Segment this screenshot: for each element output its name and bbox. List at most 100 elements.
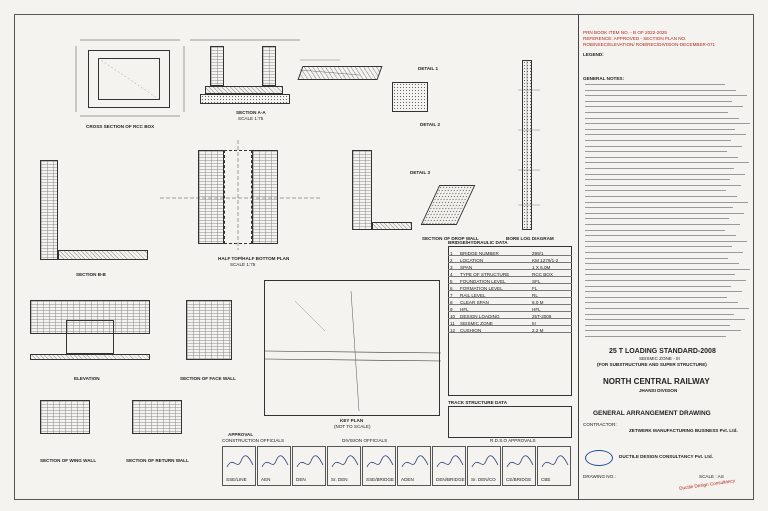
note-text-line [585,285,731,287]
note-text-line [585,89,736,91]
drawing-title: GENERAL ARRANGEMENT DRAWING [593,410,711,417]
note-text-line [585,330,741,332]
bridge-data-title: BRIDGE/HYDRAULIC DATA [448,240,508,245]
signature-cell: CE/BRIDGE [502,446,536,486]
row-value: RCC BOX [532,271,553,277]
note-text-line [585,128,735,130]
railway-title: NORTH CENTRAL RAILWAY [603,377,710,386]
consultant-name: DUCTILE DESIGN CONSULTANCY Pvt. Ltd. [619,454,713,459]
note-text-line [585,263,739,265]
signature-cell: DEN [292,446,326,486]
row-number: 2 [450,257,453,263]
official-title: Sr. DEN [331,477,348,482]
note-text-line [585,190,726,192]
general-notes-title: GENERAL NOTES: [583,76,625,81]
row-value: 299/1 [532,250,544,256]
standard-title: 25 T LOADING STANDARD-2008 [609,348,716,355]
note-text-line [585,179,730,181]
construction-officials: CONSTRUCTION OFFICIALS [222,438,285,443]
official-title: CE/BRIDGE [506,477,532,482]
row-description: SEISMIC ZONE [460,320,493,326]
note-text-line [585,162,749,164]
row-number: 1 [450,250,453,256]
row-description: FOUNDATION LEVEL [460,278,506,284]
legend-title: LEGEND: [583,52,604,57]
note-text-line [585,274,735,276]
red-stamp: Ductile Design Consultancy [678,478,736,491]
section-drop-title: SECTION OF DROP WALL [422,236,479,241]
stamp-line-3: ROB/NSEC/ELEVATION/ ROB/REC/DIVISION-DEC… [583,42,716,47]
row-description: HFL [460,306,469,312]
title-block: PRN BOOK ITEM NO. - B OF 2022-2025 REFER… [578,14,754,500]
row-number: 6 [450,285,453,291]
signature-mark [541,455,569,468]
row-number: 9 [450,306,453,312]
note-text-line [585,140,731,141]
note-text-line [585,84,725,85]
note-text-line [585,100,732,102]
stamp-line-1: PRN BOOK ITEM NO. - B OF 2022-2025 [583,30,667,35]
face-wall-title: SECTION OF FACE WALL [180,376,236,381]
signature-mark [226,455,254,468]
division-officials: DIVISION OFFICIALS [342,438,388,443]
row-value: SFL [532,278,541,284]
signature-cell: Sr. DEN/CO [467,446,501,486]
key-plan-box [264,280,442,416]
bore-log-title: BORE LOG DIAGRAM [506,236,554,241]
signature-mark [506,455,534,468]
official-title: ADEN [401,477,414,482]
consultant-logo [585,450,613,466]
note-text-line [585,173,745,175]
detail-3-title: DETAIL 3 [410,170,430,175]
scale-label: SCALE : AS [699,474,724,479]
signature-mark [366,455,394,468]
signature-cell: SSE/BRIDGE [362,446,396,486]
note-text-line [585,106,743,108]
row-description: RAIL LEVEL [460,292,486,298]
row-value: III [532,320,536,326]
row-number: 3 [450,264,453,270]
note-text-line [585,224,740,225]
bridge-table-row: 3 SPAN 1 X 6.0M [448,264,572,270]
note-text-line [585,324,730,326]
note-text-line [585,196,737,197]
section-a-scale: SCALE 1:75 [238,116,264,121]
row-value: 25T-2008 [532,313,552,319]
note-text-line [585,280,746,281]
half-plan-title: HALF TOP/HALF BOTTOM PLAN [218,256,290,261]
signature-cell: DEN/BRIDGE [432,446,466,486]
section-a-title: SECTION A-A [236,110,266,115]
note-text-line [585,151,727,153]
signature-cell: AEN [257,446,291,486]
note-text-line [585,212,744,214]
note-text-line [585,201,748,203]
row-value: 1 X 6.0M [532,264,551,270]
note-text-line [585,302,738,304]
row-description: SPAN [460,264,473,270]
row-value: KM 1279/1-2 [532,257,559,263]
row-description: TYPE OF STRUCTURE [460,271,510,277]
return-wall-title: SECTION OF RETURN WALL [126,458,189,463]
signature-cell: ADEN [397,446,431,486]
signature-mark [261,455,289,468]
track-structure-title: TRACK STRUCTURE DATA [448,400,508,405]
note-text-line [585,123,750,125]
sheet-border [14,14,754,500]
row-number: 7 [450,292,453,298]
note-text-line [585,184,741,186]
row-value: RL [532,292,538,298]
note-text-line [585,218,729,220]
note-text-line [585,291,742,293]
row-description: BRIDGE NUMBER [460,250,499,256]
signature-cell: SSE/LINE [222,446,256,486]
official-title: DEN [296,477,306,482]
official-title: DEN/BRIDGE [436,477,465,482]
note-text-line [585,117,739,119]
